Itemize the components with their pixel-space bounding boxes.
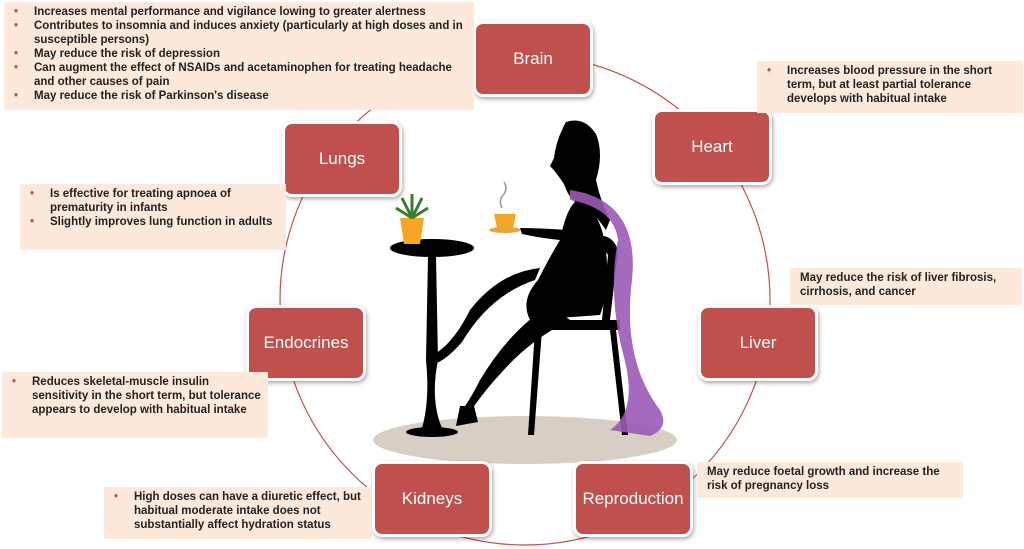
coffee-cup-icon bbox=[489, 181, 521, 233]
note-item: Increases blood pressure in the short te… bbox=[765, 64, 1017, 106]
organ-label: Lungs bbox=[318, 149, 366, 168]
note-kidneys: High doses can have a diuretic effect, b… bbox=[104, 487, 372, 539]
note-brain: Increases mental performance and vigilan… bbox=[4, 2, 474, 110]
note-lungs: Is effective for treating apnoea of prem… bbox=[20, 184, 286, 250]
note-item: May reduce the risk of depression bbox=[12, 47, 468, 61]
potted-plant-icon bbox=[395, 194, 429, 244]
note-item: Is effective for treating apnoea of prem… bbox=[28, 187, 280, 215]
woman-silhouette bbox=[426, 120, 610, 426]
organ-label: Endocrines bbox=[263, 333, 349, 352]
note-text: May reduce the risk of liver fibrosis, c… bbox=[800, 272, 997, 298]
organ-brain: Brain bbox=[473, 21, 593, 97]
note-item: Reduces skeletal-muscle insulin sensitiv… bbox=[10, 375, 262, 417]
organ-reproduction: Reproduction bbox=[573, 461, 693, 537]
organ-label: Heart bbox=[691, 137, 733, 156]
organ-label: Liver bbox=[739, 333, 777, 352]
note-item: Can augment the effect of NSAIDs and ace… bbox=[12, 61, 468, 89]
note-item: Increases mental performance and vigilan… bbox=[12, 5, 468, 19]
note-reproduction: May reduce foetal growth and increase th… bbox=[697, 462, 963, 498]
note-endocrines: Reduces skeletal-muscle insulin sensitiv… bbox=[2, 372, 268, 438]
organ-label: Brain bbox=[513, 49, 553, 68]
note-item: May reduce the risk of Parkinson's disea… bbox=[12, 89, 468, 103]
floor-shadow bbox=[373, 416, 677, 464]
note-liver: May reduce the risk of liver fibrosis, c… bbox=[790, 268, 1022, 305]
coffee-woman-illustration bbox=[373, 120, 677, 464]
note-item: High doses can have a diuretic effect, b… bbox=[112, 490, 366, 532]
note-item: Slightly improves lung function in adult… bbox=[28, 215, 280, 229]
note-heart: Increases blood pressure in the short te… bbox=[757, 61, 1023, 113]
note-item: Contributes to insomnia and induces anxi… bbox=[12, 19, 468, 47]
organ-endocrines: Endocrines bbox=[246, 305, 366, 381]
purple-ribbon bbox=[570, 190, 664, 436]
organ-lungs: Lungs bbox=[282, 121, 402, 197]
organ-label: Reproduction bbox=[582, 489, 684, 508]
organ-kidneys: Kidneys bbox=[372, 461, 492, 537]
organ-label: Kidneys bbox=[401, 489, 463, 508]
organ-heart: Heart bbox=[652, 109, 772, 185]
note-text: May reduce foetal growth and increase th… bbox=[707, 466, 940, 492]
organ-liver: Liver bbox=[698, 305, 818, 381]
